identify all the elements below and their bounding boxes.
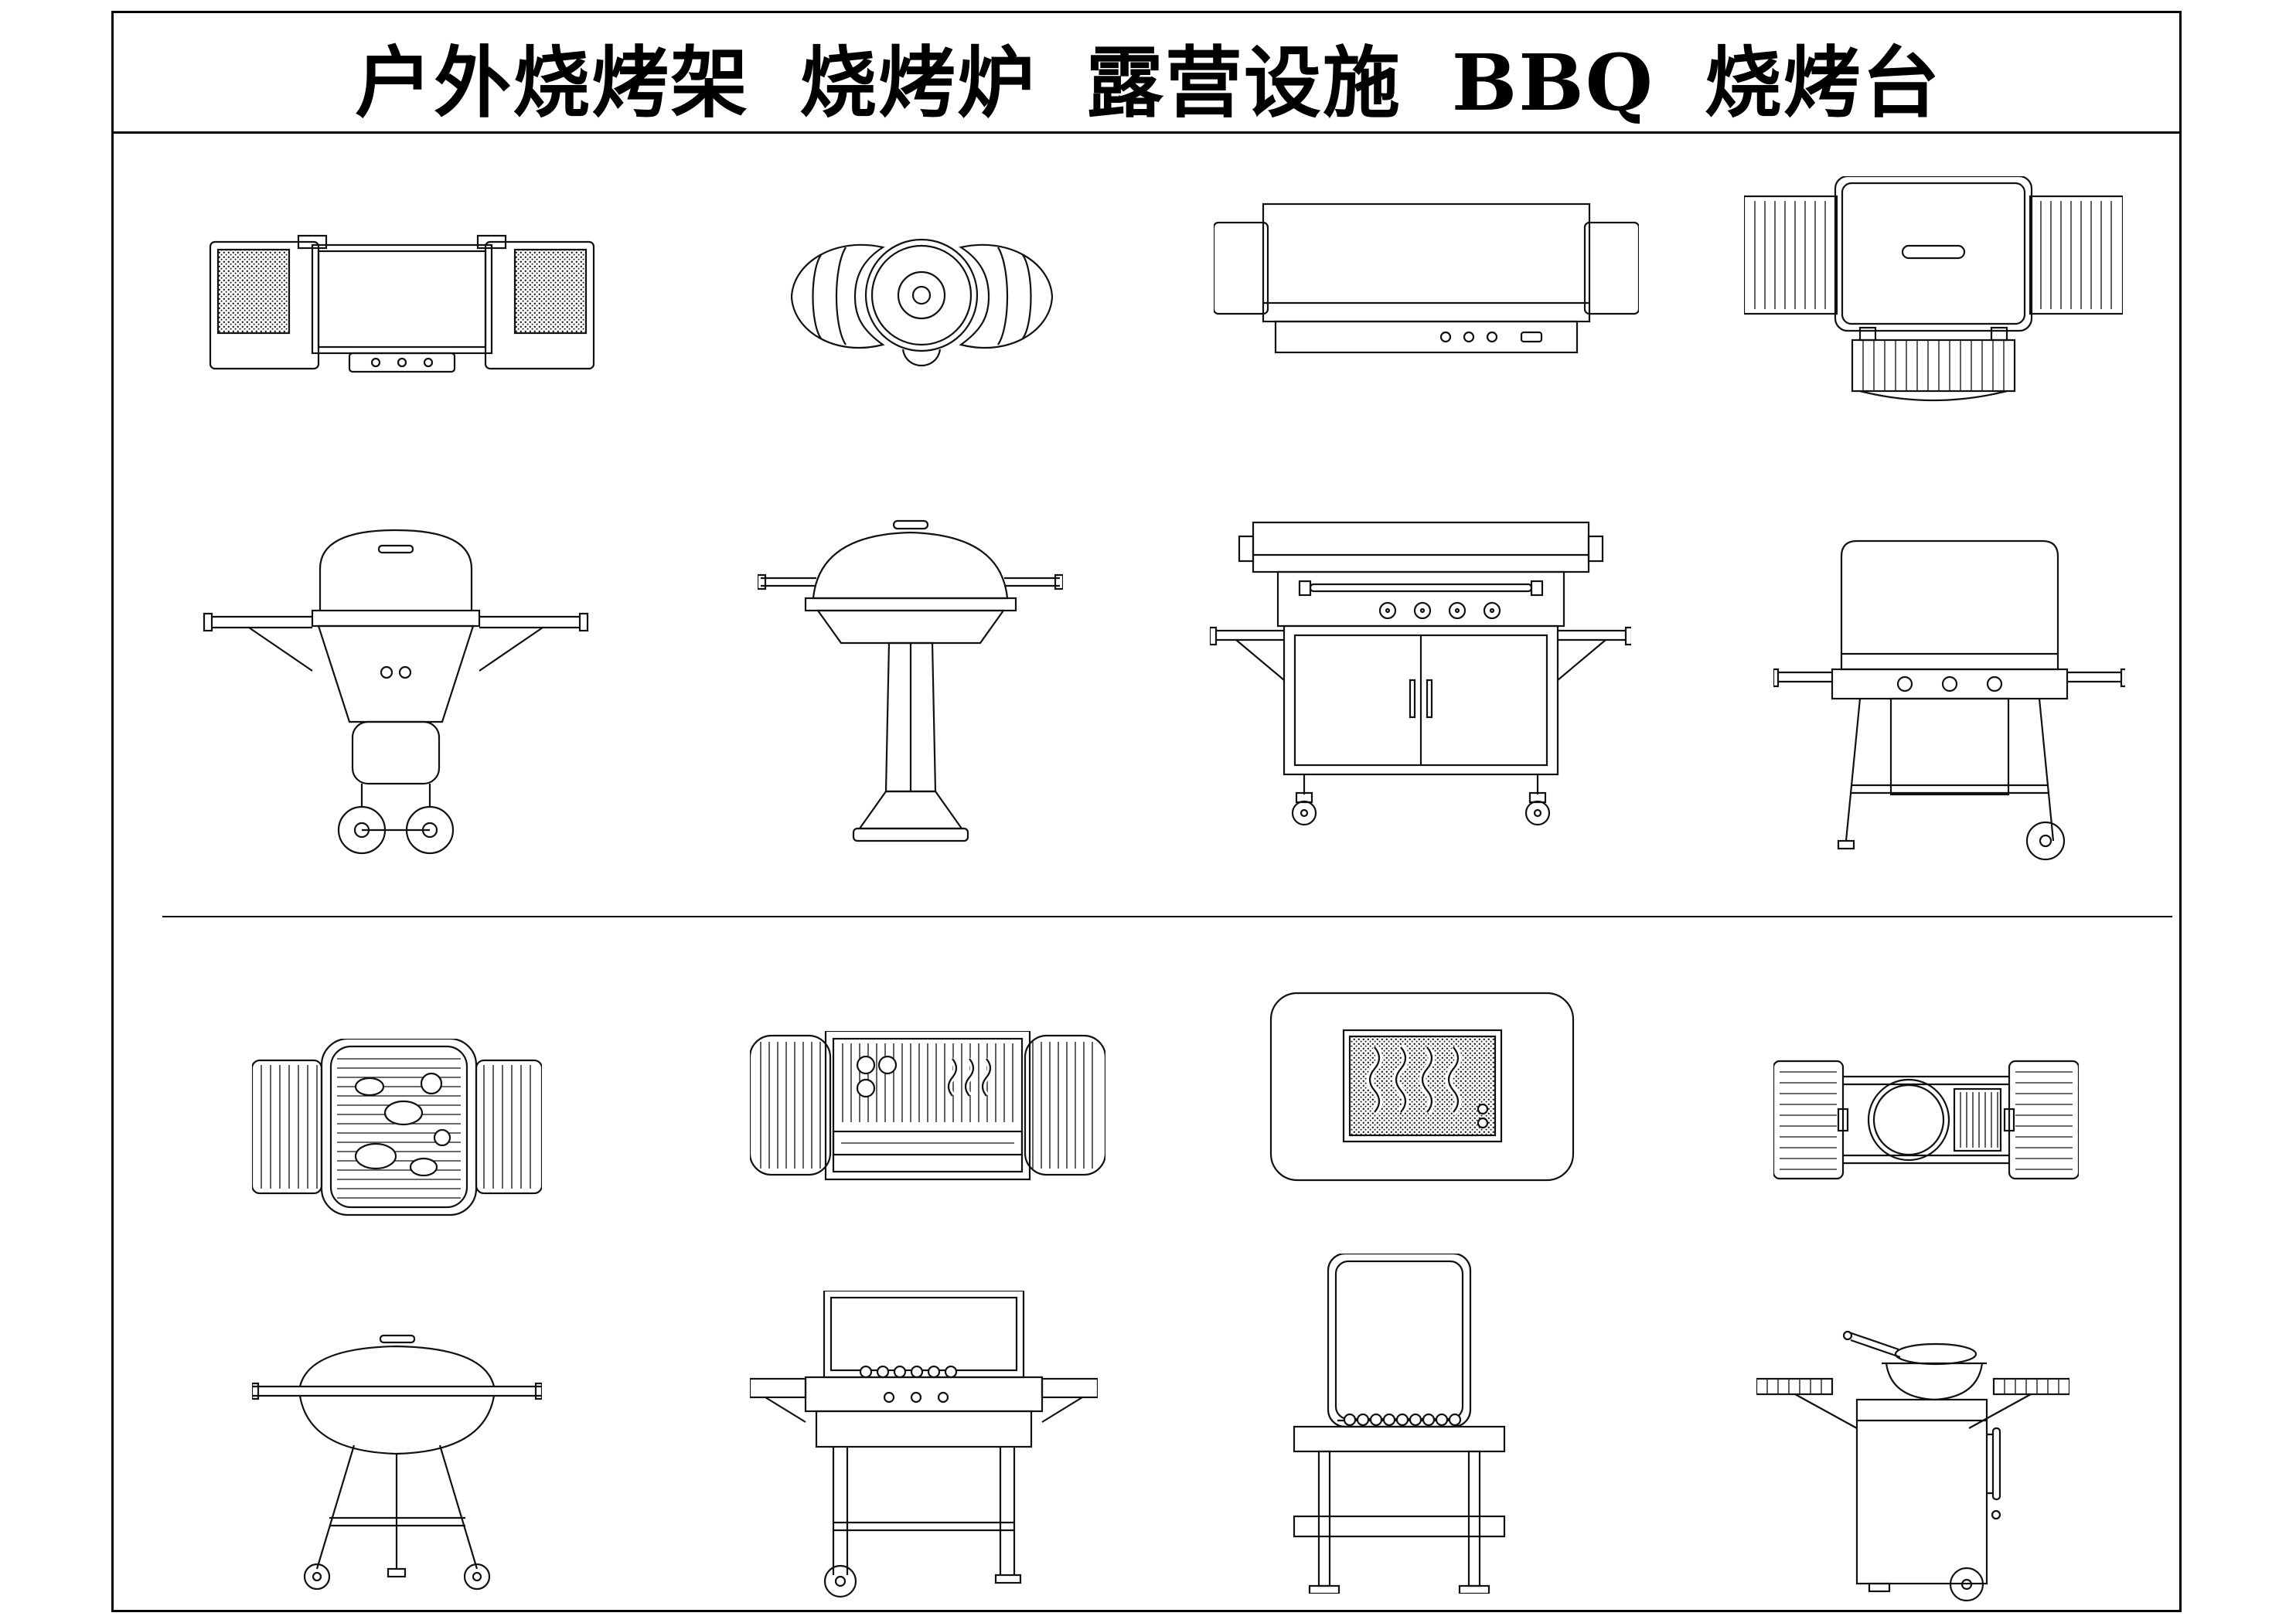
wok-cart-elevation-drawing (1756, 1330, 2069, 1602)
figure-cart-grill-top-kettle (1773, 1053, 2079, 1189)
figure-grill-top-mesh-tables (209, 228, 595, 383)
charcoal-grill-top-food-drawing (252, 1039, 542, 1216)
figure-kettle-grill-elevation-legs (252, 1328, 542, 1594)
built-in-grill-top-drawing (1269, 992, 1575, 1182)
box-grill-elevation-drawing (1773, 539, 2125, 861)
flat-grill-cart-elevation-drawing (750, 1291, 1098, 1598)
figure-high-back-grill-elevation (1254, 1254, 1544, 1594)
figure-box-grill-elevation (1773, 539, 2125, 868)
figure-kettle-top-wings (781, 223, 1063, 377)
figure-gas-grill-top (1214, 199, 1639, 385)
title-divider-line (111, 131, 2182, 134)
figure-kettle-cart-elevation (203, 519, 589, 867)
grill-top-grate-food-drawing (750, 1031, 1105, 1181)
figure-grill-top-grate-food (750, 1031, 1105, 1182)
gas-grill-cart-elevation-drawing (1210, 521, 1631, 826)
figure-built-in-grill-top (1269, 992, 1575, 1189)
kettle-top-wings-drawing (790, 238, 1054, 367)
middle-divider-line (162, 916, 2172, 917)
figure-gas-grill-cart-elevation (1210, 519, 1631, 848)
cart-grill-top-kettle-drawing (1773, 1060, 2079, 1180)
high-back-grill-elevation-drawing (1293, 1254, 1506, 1594)
grill-top-mesh-tables-drawing (209, 234, 595, 373)
figure-pedestal-grill-elevation (758, 512, 1063, 856)
figure-wok-cart-elevation (1756, 1312, 2069, 1602)
grill-top-slatted-tables-drawing (1744, 176, 2123, 402)
kettle-cart-elevation-drawing (203, 529, 589, 855)
sheet-title: 户外烧烤架 烧烤炉 露营设施 BBQ 烧烤台 (355, 37, 1941, 128)
gas-grill-top-drawing (1214, 202, 1639, 354)
figure-charcoal-grill-top-food (252, 1039, 542, 1216)
figure-grill-top-slatted-tables (1744, 176, 2123, 424)
pedestal-grill-elevation-drawing (758, 519, 1063, 842)
sheet-border-frame (111, 11, 2182, 1612)
figure-flat-grill-cart-elevation (750, 1291, 1098, 1600)
kettle-grill-elevation-legs-drawing (252, 1334, 542, 1591)
